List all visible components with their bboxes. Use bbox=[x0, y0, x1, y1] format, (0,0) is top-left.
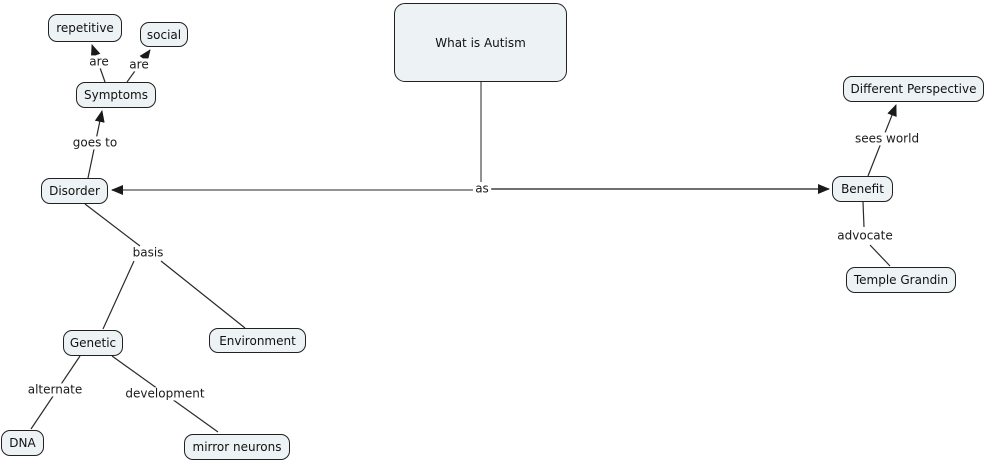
edge-basis-genetic bbox=[102, 260, 135, 330]
node-genetic-label: Genetic bbox=[69, 336, 117, 350]
link-label-are-social[interactable]: are bbox=[127, 57, 151, 72]
edge-disorder-basis bbox=[84, 203, 141, 247]
node-disorder-label: Disorder bbox=[49, 184, 100, 198]
node-environment[interactable]: Environment bbox=[209, 328, 306, 353]
node-mirror-neurons-label: mirror neurons bbox=[192, 440, 282, 454]
link-label-alternate[interactable]: alternate bbox=[25, 382, 85, 397]
node-dna-label: DNA bbox=[9, 436, 36, 450]
link-label-as[interactable]: as bbox=[473, 181, 491, 196]
node-disorder[interactable]: Disorder bbox=[41, 178, 108, 204]
node-social[interactable]: social bbox=[140, 22, 188, 47]
node-benefit-label: Benefit bbox=[841, 182, 884, 196]
edge-benefit-advocate-upper bbox=[862, 201, 865, 228]
link-label-sees-world[interactable]: sees world bbox=[852, 131, 922, 146]
node-temple-grandin-label: Temple Grandin bbox=[853, 273, 949, 287]
node-repetitive-label: repetitive bbox=[56, 21, 114, 35]
node-temple-grandin[interactable]: Temple Grandin bbox=[846, 267, 956, 293]
node-what-is-autism[interactable]: What is Autism bbox=[394, 3, 567, 82]
node-benefit[interactable]: Benefit bbox=[832, 176, 893, 202]
link-label-basis[interactable]: basis bbox=[130, 245, 166, 260]
node-dna[interactable]: DNA bbox=[1, 430, 44, 456]
node-repetitive[interactable]: repetitive bbox=[48, 14, 122, 42]
node-what-is-autism-label: What is Autism bbox=[435, 35, 526, 50]
link-label-are-repetitive[interactable]: are bbox=[87, 54, 111, 69]
link-label-development[interactable]: development bbox=[123, 386, 207, 401]
node-different-perspective[interactable]: Different Perspective bbox=[843, 76, 984, 102]
link-label-goes-to[interactable]: goes to bbox=[70, 135, 120, 150]
edge-advocate-grandin-lower bbox=[869, 244, 891, 267]
node-symptoms[interactable]: Symptoms bbox=[76, 82, 156, 108]
node-social-label: social bbox=[146, 27, 182, 42]
node-different-perspective-label: Different Perspective bbox=[850, 82, 977, 96]
link-label-advocate[interactable]: advocate bbox=[835, 228, 895, 243]
node-symptoms-label: Symptoms bbox=[83, 88, 148, 102]
node-genetic[interactable]: Genetic bbox=[63, 330, 123, 356]
edge-basis-environment bbox=[160, 260, 246, 329]
node-environment-label: Environment bbox=[219, 333, 296, 348]
node-mirror-neurons[interactable]: mirror neurons bbox=[184, 434, 290, 460]
